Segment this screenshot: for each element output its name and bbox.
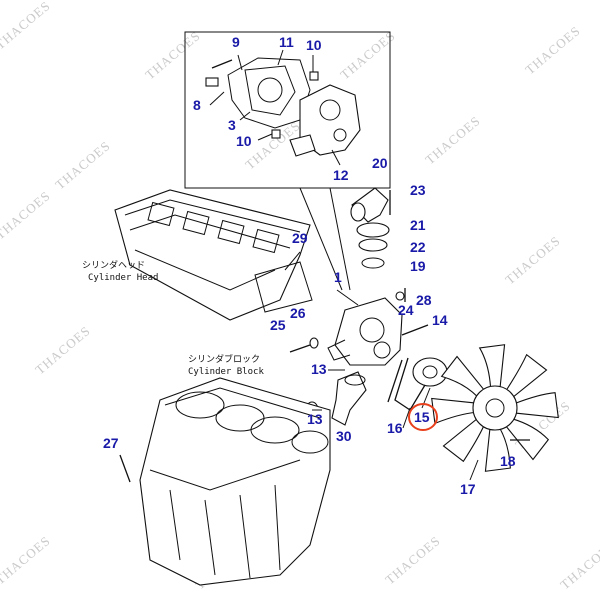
part-number-20[interactable]: 20: [372, 155, 388, 171]
part-number-3[interactable]: 3: [228, 117, 236, 133]
part-number-29[interactable]: 29: [292, 230, 308, 246]
part-number-23[interactable]: 23: [410, 182, 426, 198]
captions: シリンダヘッド Cylinder Head シリンダブロック Cylinder …: [82, 259, 264, 377]
part-number-12[interactable]: 12: [333, 167, 349, 183]
part-number-27[interactable]: 27: [103, 435, 119, 451]
watermark: THACOES: [32, 323, 93, 378]
watermark: THACOES: [382, 533, 443, 588]
caption-cylinder-head-en: Cylinder Head: [88, 273, 158, 283]
watermark: THACOES: [142, 28, 203, 83]
part-number-10a[interactable]: 10: [306, 37, 322, 53]
part-number-14[interactable]: 14: [432, 312, 448, 328]
part-number-19[interactable]: 19: [410, 258, 426, 274]
part-number-10b[interactable]: 10: [236, 133, 252, 149]
cylinder-block: [119, 377, 331, 586]
watermark: THACOES: [0, 533, 53, 588]
part-number-21[interactable]: 21: [410, 217, 426, 233]
watermark: THACOES: [52, 138, 113, 193]
caption-cylinder-block-en: Cylinder Block: [188, 367, 264, 377]
highlight-circle: [408, 403, 438, 431]
belt-and-pulley: [387, 357, 448, 411]
inset-detail: [184, 31, 391, 291]
part-number-16[interactable]: 16: [387, 420, 403, 436]
part-number-13a[interactable]: 13: [311, 361, 327, 377]
cooling-fan: [431, 344, 559, 472]
part-number-13b[interactable]: 13: [307, 411, 323, 427]
part-number-30[interactable]: 30: [336, 428, 352, 444]
fan-blade: [442, 417, 485, 463]
part-number-15[interactable]: 15: [414, 409, 430, 425]
cylinder-head-ports: [147, 201, 280, 254]
fan-blade: [478, 344, 506, 390]
cylinder-head: [114, 189, 313, 321]
part-number-24[interactable]: 24: [398, 302, 414, 318]
watermark: THACOES: [0, 188, 53, 243]
fan-blade: [504, 418, 550, 461]
fan-blade: [513, 392, 559, 419]
caption-cylinder-block-jp: シリンダブロック: [188, 353, 260, 365]
part-number-11[interactable]: 11: [279, 34, 294, 50]
part-number-26[interactable]: 26: [290, 305, 306, 321]
part-number-17[interactable]: 17: [460, 481, 476, 497]
watermark: THACOES: [0, 0, 53, 52]
fan-blade: [440, 355, 486, 399]
part-number-9[interactable]: 9: [232, 34, 240, 50]
fan-blade: [505, 353, 548, 399]
watermark: THACOES: [502, 233, 563, 288]
fan-blade: [431, 397, 477, 425]
watermark: THACOES: [337, 28, 398, 83]
part-number-22[interactable]: 22: [410, 239, 426, 255]
part-number-8[interactable]: 8: [193, 97, 201, 113]
part-number-18[interactable]: 18: [500, 453, 516, 469]
water-pump-assembly: [289, 187, 429, 426]
part-number-1[interactable]: 1: [334, 269, 342, 285]
part-number-25[interactable]: 25: [270, 317, 286, 333]
part-number-28[interactable]: 28: [416, 292, 432, 308]
watermark: THACOES: [522, 23, 583, 78]
fan-blade: [484, 426, 511, 472]
watermark: THACOES: [422, 113, 483, 168]
caption-cylinder-head-jp: シリンダヘッド: [82, 259, 145, 271]
watermark: THACOES: [557, 538, 600, 593]
